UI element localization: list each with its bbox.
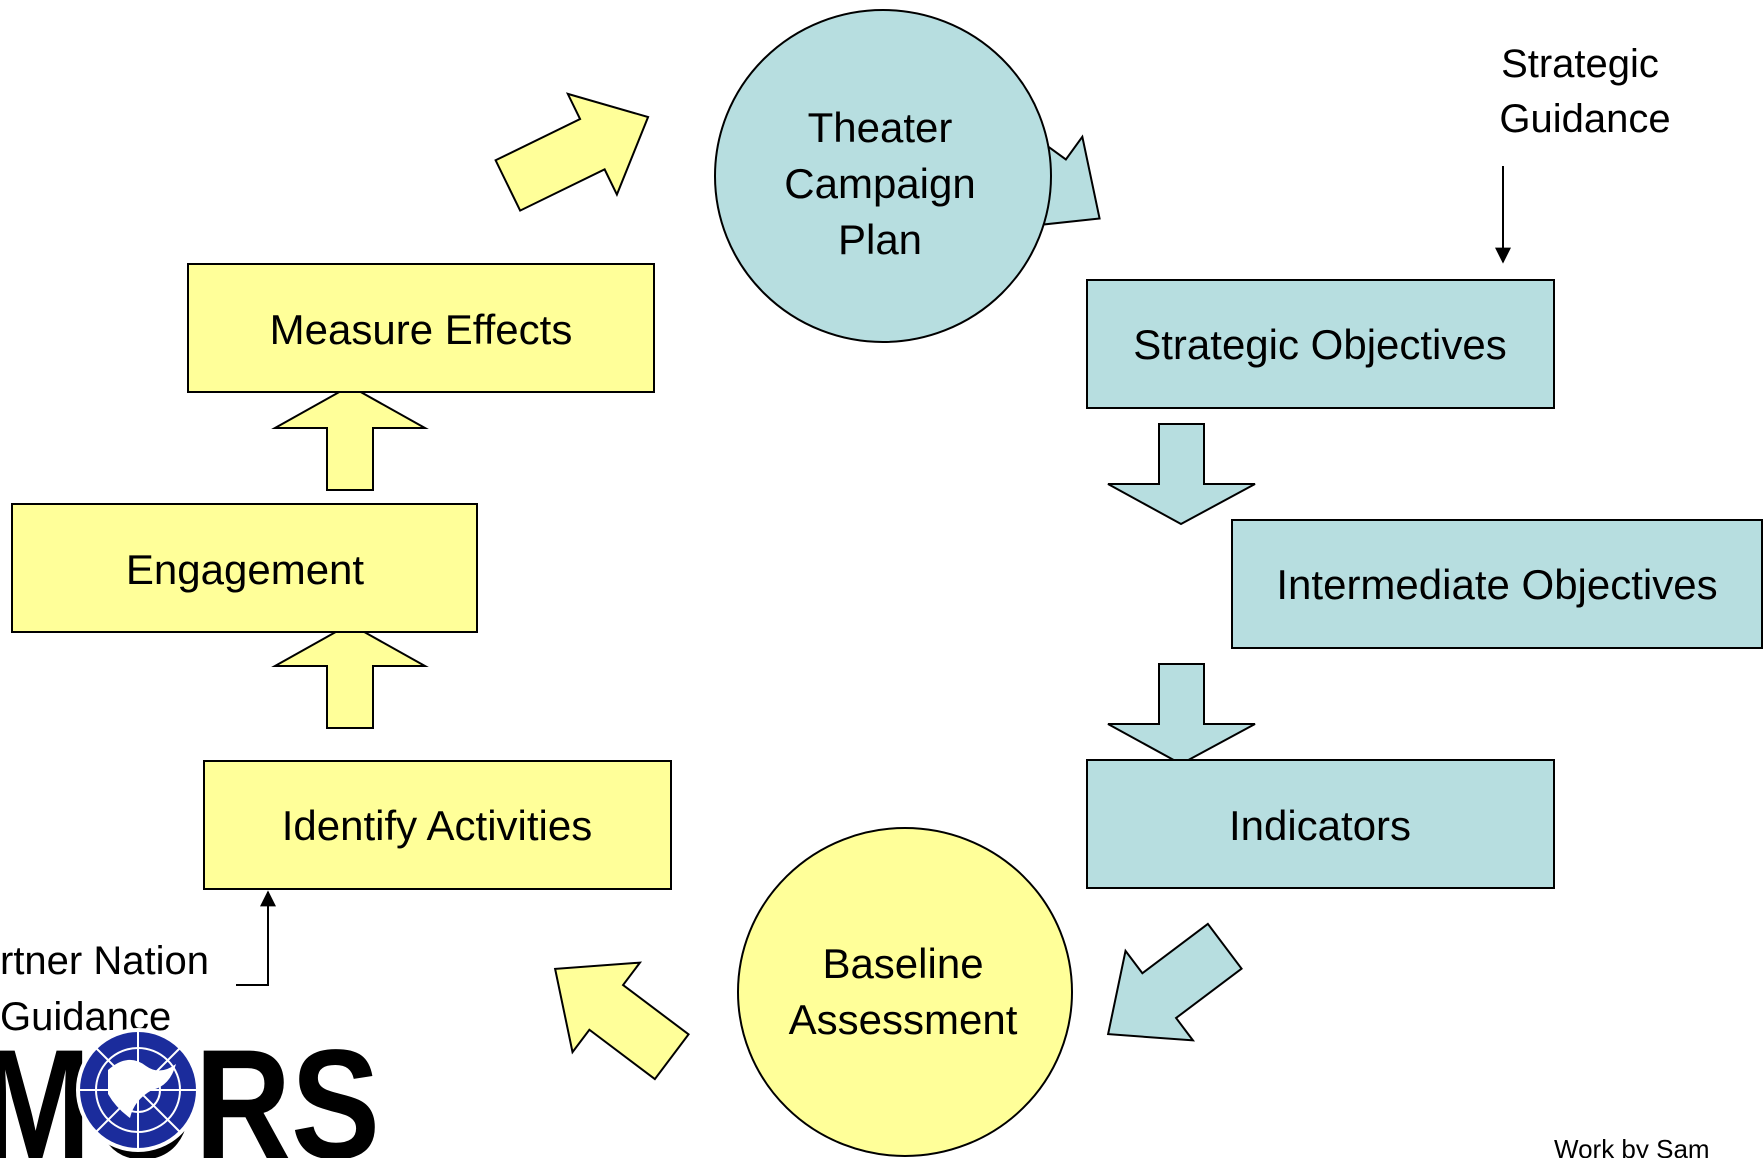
partner-nation-guidance-label-1: rtner Nation — [0, 939, 209, 983]
strategic-guidance-annotation: Strategic Guidance — [1495, 42, 1671, 264]
mors-globe-icon — [76, 1028, 200, 1152]
indicators-label: Indicators — [1229, 802, 1411, 849]
arrow-strategic-to-intermediate — [1107, 423, 1256, 526]
node-intermediate-objectives: Intermediate Objectives — [1231, 519, 1763, 649]
measure-effects-box — [187, 263, 655, 393]
theater-campaign-plan-label-3: Plan — [838, 216, 922, 263]
theater-campaign-plan-label-2: Campaign — [784, 160, 975, 207]
partner-nation-guidance-arrow — [236, 890, 276, 986]
theater-campaign-plan-circle — [714, 9, 1052, 343]
node-strategic-objectives: Strategic Objectives — [1086, 279, 1555, 409]
strategic-guidance-label-2: Guidance — [1499, 97, 1670, 141]
engagement-label: Engagement — [126, 546, 365, 593]
theater-campaign-plan-label-1: Theater — [808, 104, 953, 151]
arrow-indicators-to-baseline — [1106, 922, 1243, 1042]
baseline-assessment-label-2: Assessment — [789, 996, 1018, 1043]
baseline-assessment-circle — [737, 827, 1073, 1157]
indicators-box — [1086, 759, 1555, 889]
node-theater-campaign-plan: Theater Campaign Plan — [714, 9, 1052, 343]
partner-nation-guidance-annotation: rtner Nation Guidance — [0, 890, 276, 1039]
arrow-measure-to-tcp — [494, 92, 650, 212]
node-measure-effects: Measure Effects — [187, 263, 655, 393]
intermediate-objectives-box — [1231, 519, 1763, 649]
arrow-engagement-to-measure — [271, 384, 429, 491]
footer-text: Work by Sam — [1554, 1134, 1710, 1158]
node-identify-activities: Identify Activities — [203, 760, 672, 890]
node-engagement: Engagement — [11, 503, 478, 633]
identify-activities-label: Identify Activities — [282, 802, 592, 849]
mors-logo: MORS — [0, 1018, 380, 1158]
arrow-baseline-to-identify — [553, 961, 690, 1081]
baseline-assessment-label-1: Baseline — [822, 940, 983, 987]
arrow-intermediate-to-indicators — [1107, 663, 1256, 766]
strategic-guidance-label-1: Strategic — [1501, 42, 1659, 86]
engagement-box — [11, 503, 478, 633]
intermediate-objectives-label: Intermediate Objectives — [1276, 561, 1717, 608]
arrow-identify-to-engagement — [271, 622, 429, 729]
measure-effects-label: Measure Effects — [270, 306, 573, 353]
node-baseline-assessment: Baseline Assessment — [737, 827, 1073, 1157]
strategic-objectives-box — [1086, 279, 1555, 409]
strategic-objectives-label: Strategic Objectives — [1133, 321, 1507, 368]
node-indicators: Indicators — [1086, 759, 1555, 889]
identify-activities-box — [203, 760, 672, 890]
